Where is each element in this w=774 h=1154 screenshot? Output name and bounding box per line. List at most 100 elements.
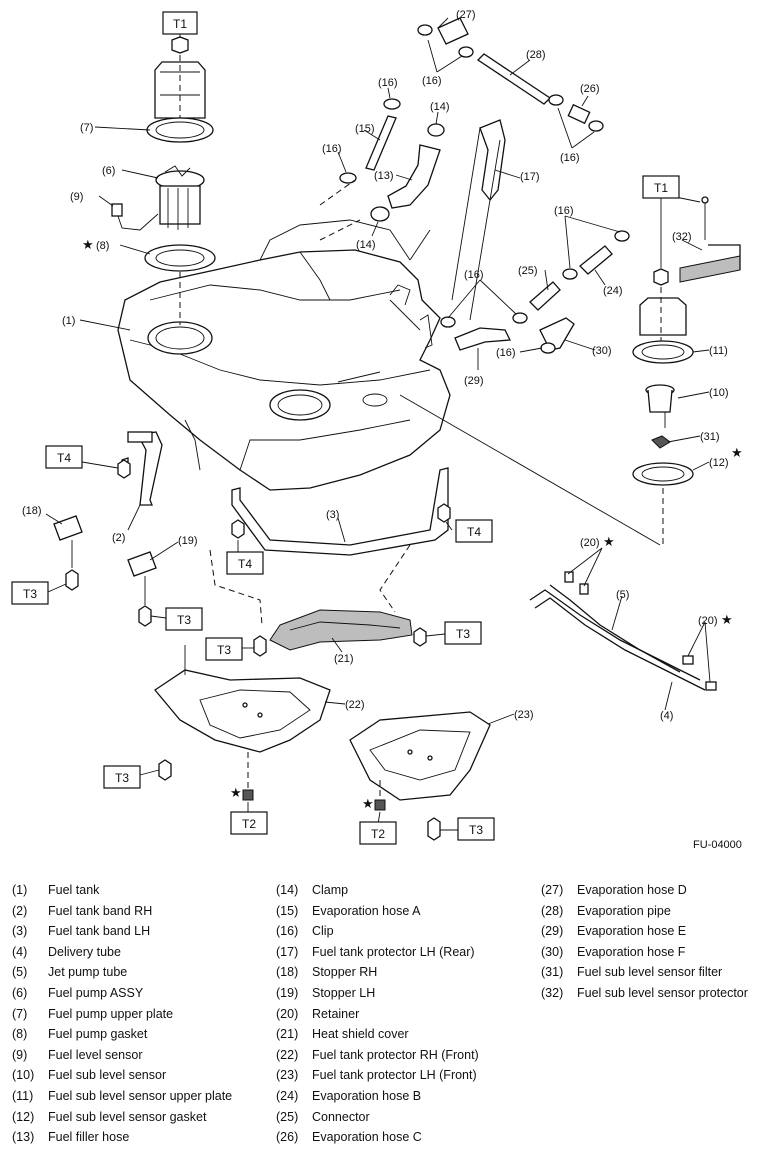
legend-item-number: (2): [12, 903, 28, 918]
callout-9: (9): [70, 191, 83, 203]
legend-item: (30) Evaporation hose F: [541, 942, 748, 963]
legend-item: (8)Fuel pump gasket: [12, 1024, 232, 1045]
callout-7: (7): [80, 122, 93, 134]
legend-item-name: Evaporation hose A: [312, 903, 421, 918]
legend-item-name: Evaporation hose C: [312, 1130, 422, 1145]
legend-item-name: Fuel level sensor: [48, 1047, 143, 1062]
legend-item-number: (9): [12, 1047, 28, 1062]
legend-item: (5)Jet pump tube: [12, 962, 232, 983]
legend-item: (9) Fuel level sensor: [12, 1045, 232, 1066]
legend-item-name: Evaporation hose F: [577, 944, 686, 959]
callout-labels: (1) (2) (3) (4) (5) (6) (7) (8) (9) (10)…: [22, 9, 729, 722]
callout-24: (24): [603, 285, 623, 297]
legend-item-number: (26): [276, 1130, 299, 1145]
legend-item-name: Fuel filler hose: [48, 1130, 130, 1145]
legend-item: (19)Stopper LH: [276, 983, 479, 1004]
torque-t1-right: T1: [642, 175, 680, 199]
legend-item-number: (3): [12, 924, 28, 939]
callout-3: (3): [326, 509, 339, 521]
callout-16g: (16): [496, 347, 516, 359]
legend-item-number: (17): [276, 944, 299, 959]
legend-item: (3)Fuel tank band LH: [12, 921, 232, 942]
torque-t4-right: T4: [455, 519, 493, 543]
callout-27: (27): [456, 9, 476, 21]
legend-item-number: (7): [12, 1006, 28, 1021]
legend-item-name: Stopper LH: [312, 985, 376, 1000]
legend-item: (13) Fuel filler hose: [12, 1127, 232, 1148]
svg-text:T3: T3: [23, 587, 37, 601]
torque-t4-mid: T4: [226, 551, 264, 575]
leader-lines: [45, 17, 711, 831]
callout-16a: (16): [378, 77, 398, 89]
callout-18: (18): [22, 505, 42, 517]
legend-column-1: (1)Fuel tank(2)Fuel tank band RH(3)Fuel …: [12, 880, 232, 1148]
callout-16f: (16): [464, 269, 484, 281]
callout-23: (23): [514, 709, 534, 721]
legend-item-name: Delivery tube: [48, 944, 121, 959]
legend-item: (14)Clamp: [276, 880, 479, 901]
legend-item-number: (30): [541, 944, 564, 959]
callout-19: (19): [178, 535, 198, 547]
legend-item-name: Connector: [312, 1109, 370, 1124]
callout-10: (10): [709, 387, 729, 399]
torque-t3-stopper-lh: T3: [165, 607, 203, 631]
fuel-pump-stack: [111, 36, 216, 325]
legend-item-name: Stopper RH: [312, 965, 378, 980]
legend-item: (10)Fuel sub level sensor: [12, 1065, 232, 1086]
legend-item-name: Clamp: [312, 883, 349, 897]
legend-item: (27)Evaporation hose D: [541, 880, 748, 901]
callout-13: (13): [374, 170, 394, 182]
legend-item-number: (21): [276, 1027, 299, 1042]
callout-29: (29): [464, 375, 484, 387]
svg-text:T3: T3: [177, 613, 191, 627]
legend-item-number: (13): [12, 1130, 35, 1145]
legend-item: (1) Fuel tank: [12, 880, 232, 901]
callout-28: (28): [526, 49, 546, 61]
legend-item: (25)Connector: [276, 1107, 479, 1128]
legend-item: (24)Evaporation hose B: [276, 1086, 479, 1107]
legend-item: (4)Delivery tube: [12, 942, 232, 963]
legend-item-name: Fuel tank protector LH (Rear): [312, 944, 475, 959]
callout-21: (21): [334, 653, 354, 665]
torque-t1-top: T1: [162, 11, 198, 35]
torque-t3-shield-right: T3: [444, 621, 482, 645]
callout-5: (5): [616, 589, 629, 601]
legend-item-name: Fuel sub level sensor protector: [577, 985, 748, 1000]
tubes-drawing: [399, 394, 717, 691]
legend-item-name: Retainer: [312, 1006, 360, 1021]
bands-drawing: [53, 419, 451, 627]
legend-item: (20)Retainer: [276, 1004, 479, 1025]
svg-text:T4: T4: [467, 525, 481, 539]
fuel-tank-exploded-diagram: T1 T1 T4 T4 T4 T3 T3 T3 T3 T3 T3 T2: [11, 9, 743, 851]
callout-16d: (16): [560, 152, 580, 164]
star-icon: ★: [721, 612, 733, 627]
torque-t4-left: T4: [45, 445, 83, 469]
torque-t3-protector-lh: T3: [457, 817, 495, 841]
legend-item-number: (27): [541, 883, 564, 897]
legend-item-name: Fuel sub level sensor upper plate: [48, 1088, 233, 1103]
svg-text:T3: T3: [115, 771, 129, 785]
legend-item: (31)Fuel sub level sensor filter: [541, 962, 748, 983]
legend-item: (15)Evaporation hose A: [276, 901, 479, 922]
legend-item-name: Fuel tank: [48, 883, 100, 897]
legend-item: (23)Fuel tank protector LH (Front): [276, 1065, 479, 1086]
legend-column-3: (27)Evaporation hose D(28)Evaporation pi…: [541, 880, 748, 1004]
star-icon: ★: [362, 796, 374, 811]
star-icon: ★: [82, 237, 94, 252]
legend-item-number: (1): [12, 883, 28, 897]
star-icon: ★: [230, 785, 242, 800]
torque-t3-shield-left: T3: [205, 637, 243, 661]
star-icon: ★: [603, 534, 615, 549]
legend-item-name: Fuel sub level sensor filter: [577, 965, 723, 980]
legend-item-number: (18): [276, 965, 299, 980]
torque-t3-protector-rh: T3: [103, 765, 141, 789]
svg-text:T4: T4: [238, 557, 252, 571]
legend-item-number: (8): [12, 1027, 28, 1042]
svg-text:T3: T3: [469, 823, 483, 837]
legend-item-number: (16): [276, 924, 299, 939]
callout-20b: (20): [698, 615, 718, 627]
fuel-tank-drawing: [117, 219, 451, 491]
parts-legend: (1)Fuel tank(2)Fuel tank band RH(3)Fuel …: [0, 880, 774, 1150]
legend-item-name: Evaporation hose E: [577, 924, 687, 939]
legend-item: (21)Heat shield cover: [276, 1024, 479, 1045]
